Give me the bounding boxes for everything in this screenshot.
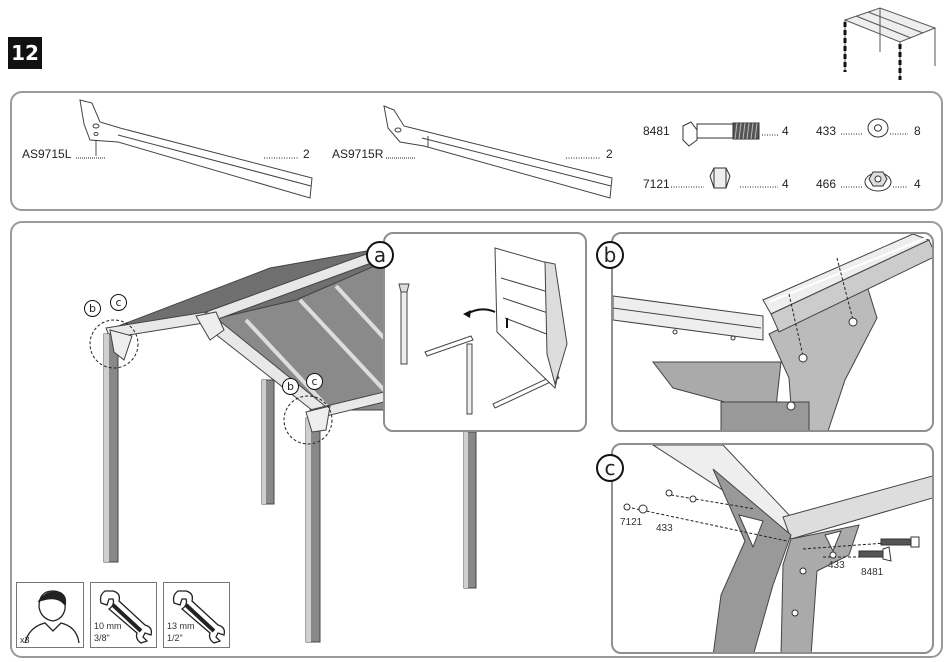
part-qty-as9715l: 2 [303,147,310,161]
inset-b-drawing [613,234,932,430]
part-qty-8481: 4 [782,124,789,138]
callout-c-right: c [306,373,323,390]
part-code-7121: 7121 [643,177,670,191]
inset-b-panel [611,232,934,432]
hw-label-433-right: 433 [828,560,845,571]
inset-c-panel [611,443,934,654]
hw-label-433-left: 433 [656,523,673,534]
person-icon [24,590,80,644]
wrench-10mm-icon [99,590,153,644]
part-code-as9715r: AS9715R [332,147,384,161]
inset-a-label: a [366,241,394,269]
part-qty-as9715r: 2 [606,147,613,161]
callout-b-right: b [282,378,299,395]
tool-box-wrench-13: 13 mm 1/2" [163,582,230,648]
part-qty-466: 4 [914,177,921,191]
wrench-13-size: 13 mm [167,621,195,631]
wrench-10-imperial: 3/8" [94,633,110,643]
people-count: x3 [20,635,30,645]
step-number-badge: 12 [8,37,42,69]
inset-c-label: c [596,454,624,482]
part-code-433: 433 [816,124,837,138]
part-qty-433: 8 [914,124,921,138]
inset-a-drawing [398,247,568,415]
inset-c-drawing [623,445,932,652]
wrench-13-imperial: 1/2" [167,633,183,643]
tool-box-wrench-10: 10 mm 3/8" [90,582,157,648]
part-code-as9715l: AS9715L [22,147,72,161]
callout-b-left: b [84,300,101,317]
part-code-466: 466 [816,177,837,191]
callout-c-left: c [110,294,127,311]
tool-box-people: x3 [16,582,84,648]
parts-panel [10,91,943,211]
wrench-10-size: 10 mm [94,621,122,631]
wrench-13mm-icon [172,590,226,644]
inset-b-label: b [596,241,624,269]
part-code-8481: 8481 [643,124,670,138]
hw-label-8481: 8481 [861,567,884,578]
inset-a-panel [383,232,587,432]
hw-label-7121: 7121 [620,517,643,528]
part-qty-7121: 4 [782,177,789,191]
